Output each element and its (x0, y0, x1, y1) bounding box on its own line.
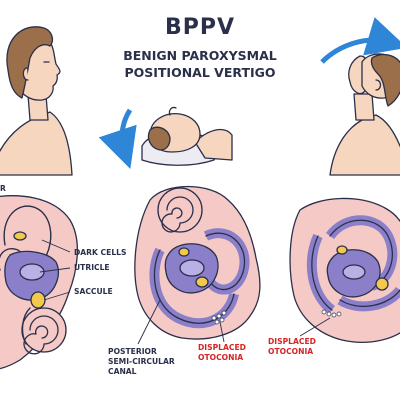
utricle-label: UTRICLE (74, 263, 110, 272)
saccule-label: SACCULE (74, 287, 113, 296)
displaced-center-label-2: OTOCONIA (198, 353, 243, 362)
displaced-right-label-1: DISPLACED (268, 337, 316, 346)
inner-ear-right-icon (289, 197, 400, 343)
rotation-arrow-icon (320, 17, 400, 64)
displaced-center-leader (219, 321, 225, 343)
utricle-leader (39, 267, 71, 273)
otoconia-dots-center-icon (211, 310, 227, 325)
partial-left-label: R (0, 184, 6, 193)
down-arrow-icon (98, 108, 137, 169)
head-tilted-back-icon (329, 53, 400, 176)
head-lying-down-icon (141, 106, 233, 166)
diagram-subtitle-line2: POSITIONAL VERTIGO (124, 65, 275, 80)
posterior-canal-leader (137, 299, 161, 345)
posterior-label-2: SEMI-CIRCULAR (108, 357, 175, 366)
diagram-title: BPPV (165, 15, 235, 40)
displaced-center-label-1: DISPLACED (198, 343, 246, 352)
posterior-label-3: CANAL (108, 367, 137, 376)
inner-ear-center-icon (134, 185, 261, 340)
displaced-right-leader (299, 317, 331, 337)
head-upright-icon (0, 26, 73, 176)
dark-cells-leader (41, 239, 71, 253)
otoconia-dots-right-icon (321, 309, 342, 318)
saccule-leader (43, 291, 71, 301)
diagram-subtitle-line1: BENIGN PAROXYSMAL (123, 48, 277, 63)
displaced-right-label-2: OTOCONIA (268, 347, 313, 356)
dark-cells-label: DARK CELLS (74, 248, 126, 257)
inner-ear-left-icon (0, 195, 79, 370)
posterior-label-1: POSTERIOR (108, 347, 157, 356)
